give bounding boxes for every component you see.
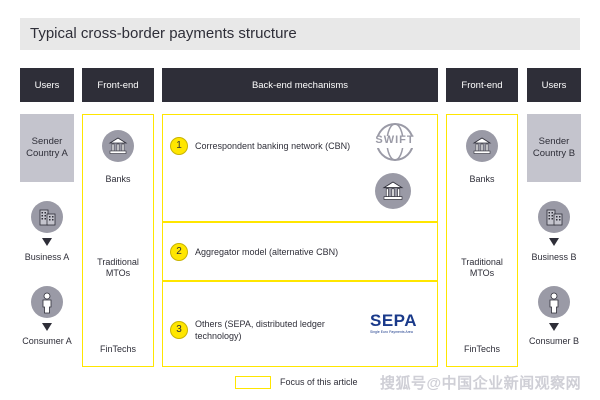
business-b-label: Business B	[531, 252, 577, 262]
bank-icon	[102, 130, 134, 167]
building-icon-a	[31, 201, 63, 238]
backend-divider-1	[162, 221, 438, 223]
legend-label: Focus of this article	[280, 377, 358, 387]
sender-country-b: Sender Country B	[527, 114, 581, 182]
mechanism-3-label: Others (SEPA, distributed ledger technol…	[195, 319, 325, 342]
arrow-down-icon	[549, 233, 559, 251]
sepa-logo-text: SEPA	[370, 311, 418, 330]
sepa-logo: SEPA Single Euro Payments Area	[370, 312, 422, 335]
consumer-a-label: Consumer A	[22, 336, 72, 346]
header-users-left: Users	[20, 68, 74, 102]
mechanism-3-number: 3	[170, 321, 188, 339]
watermark: 搜狐号@中国企业新闻观察网	[380, 375, 582, 392]
sepa-logo-subtitle: Single Euro Payments Area	[370, 330, 413, 334]
legend-swatch	[235, 376, 271, 389]
swift-logo-text: SWIFT	[375, 134, 415, 146]
frontend-right-banks: Banks	[469, 174, 495, 184]
mechanism-2-label: Aggregator model (alternative CBN)	[195, 247, 339, 257]
frontend-right-mtos: Traditional MTOs	[461, 257, 503, 279]
header-users-right: Users	[527, 68, 581, 102]
consumer-b-label: Consumer B	[528, 336, 580, 346]
person-icon-a	[31, 286, 63, 323]
arrow-down-icon	[42, 318, 52, 336]
header-frontend-right: Front-end	[446, 68, 518, 102]
header-frontend-left: Front-end	[82, 68, 154, 102]
frontend-left-frame	[82, 114, 154, 367]
frontend-left-fintechs: FinTechs	[99, 344, 136, 354]
frontend-right-frame	[446, 114, 518, 367]
page-title: Typical cross-border payments structure	[20, 18, 580, 50]
backend-divider-2	[162, 280, 438, 282]
bank-icon	[375, 173, 411, 214]
frontend-right-fintechs: FinTechs	[463, 344, 500, 354]
mechanism-1-label: Correspondent banking network (CBN)	[195, 141, 351, 151]
mechanism-2-number: 2	[170, 243, 188, 261]
mechanism-1-number: 1	[170, 137, 188, 155]
bank-icon	[466, 130, 498, 167]
swift-logo-icon	[373, 122, 417, 167]
sender-country-a: Sender Country A	[20, 114, 74, 182]
backend-frame	[162, 114, 438, 367]
person-icon-b	[538, 286, 570, 323]
arrow-down-icon	[549, 318, 559, 336]
business-a-label: Business A	[24, 252, 70, 262]
frontend-left-mtos: Traditional MTOs	[97, 257, 139, 279]
building-icon-b	[538, 201, 570, 238]
header-backend: Back-end mechanisms	[162, 68, 438, 102]
arrow-down-icon	[42, 233, 52, 251]
frontend-left-banks: Banks	[105, 174, 131, 184]
